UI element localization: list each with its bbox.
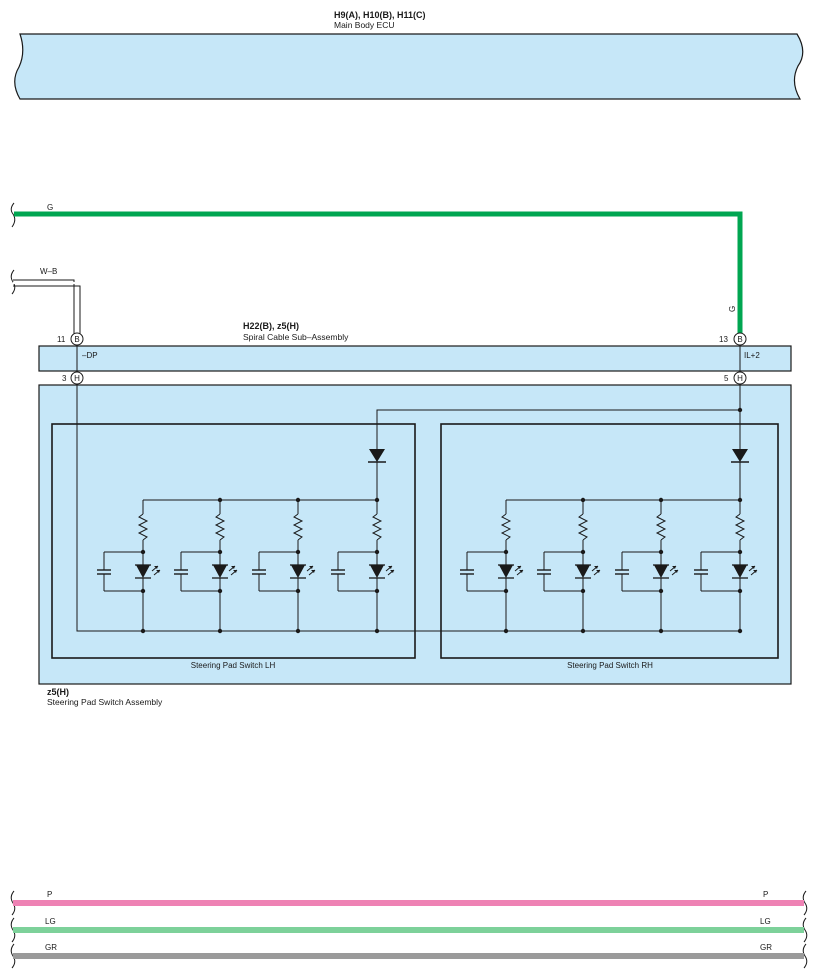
pin-h5-number: 5 [724,374,729,383]
wire-p: P P [10,890,808,916]
diode-lh [368,449,386,500]
switch-lh-label: Steering Pad Switch LH [191,661,276,670]
ecu-name-label: Main Body ECU [334,20,394,30]
pin-b13-number: 13 [719,335,728,344]
spiral-name-label: Spiral Cable Sub–Assembly [243,332,349,342]
spiral-connectors-label: H22(B), z5(H) [243,321,299,331]
assembly-name-label: Steering Pad Switch Assembly [47,697,163,707]
wire-p-right-label: P [763,890,768,899]
pin-b13: 13 B [719,332,747,346]
pin-b13-letter: B [737,335,742,344]
pin-h3-letter: H [74,374,80,383]
pin-b11-letter: B [74,335,79,344]
pin-il2-signal: IL+2 [744,351,760,360]
wire-gr: GR GR [10,943,808,969]
pin-b11-number: 11 [57,335,66,344]
assembly-connector-label: z5(H) [47,687,69,697]
wire-wb-label: W–B [40,267,57,276]
switch-rh-box [440,423,779,659]
pin-h3: 3 H [62,371,84,385]
steering-pad-switch-assembly: Steering Pad Switch LH Steering Pad Swit… [38,384,792,707]
wire-p-left-label: P [47,890,52,899]
switch-rh-label: Steering Pad Switch RH [567,661,653,670]
pin-h5: 5 H [724,371,747,385]
diode-rh [731,449,749,500]
pin-h3-number: 3 [62,374,67,383]
spiral-cable: H22(B), z5(H) Spiral Cable Sub–Assembly … [38,321,792,372]
wire-lg-right-label: LG [760,917,771,926]
main-body-ecu: H9(A), H10(B), H11(C) Main Body ECU [14,10,804,100]
wire-gr-right-label: GR [760,943,772,952]
wire-lg: LG LG [10,917,808,943]
pin-b11: 11 B [57,332,84,346]
wire-lg-left-label: LG [45,917,56,926]
wire-gr-left-label: GR [45,943,57,952]
switch-circuit [76,384,758,634]
wire-g: G G [10,202,743,339]
wire-g-vertical-label: G [728,306,737,312]
ecu-connectors-label: H9(A), H10(B), H11(C) [334,10,426,20]
pin-dp-signal: –DP [82,351,98,360]
pin-h5-letter: H [737,374,743,383]
wire-wb: W–B [10,267,81,336]
switch-lh-box [51,423,416,659]
wire-g-label: G [47,203,53,212]
